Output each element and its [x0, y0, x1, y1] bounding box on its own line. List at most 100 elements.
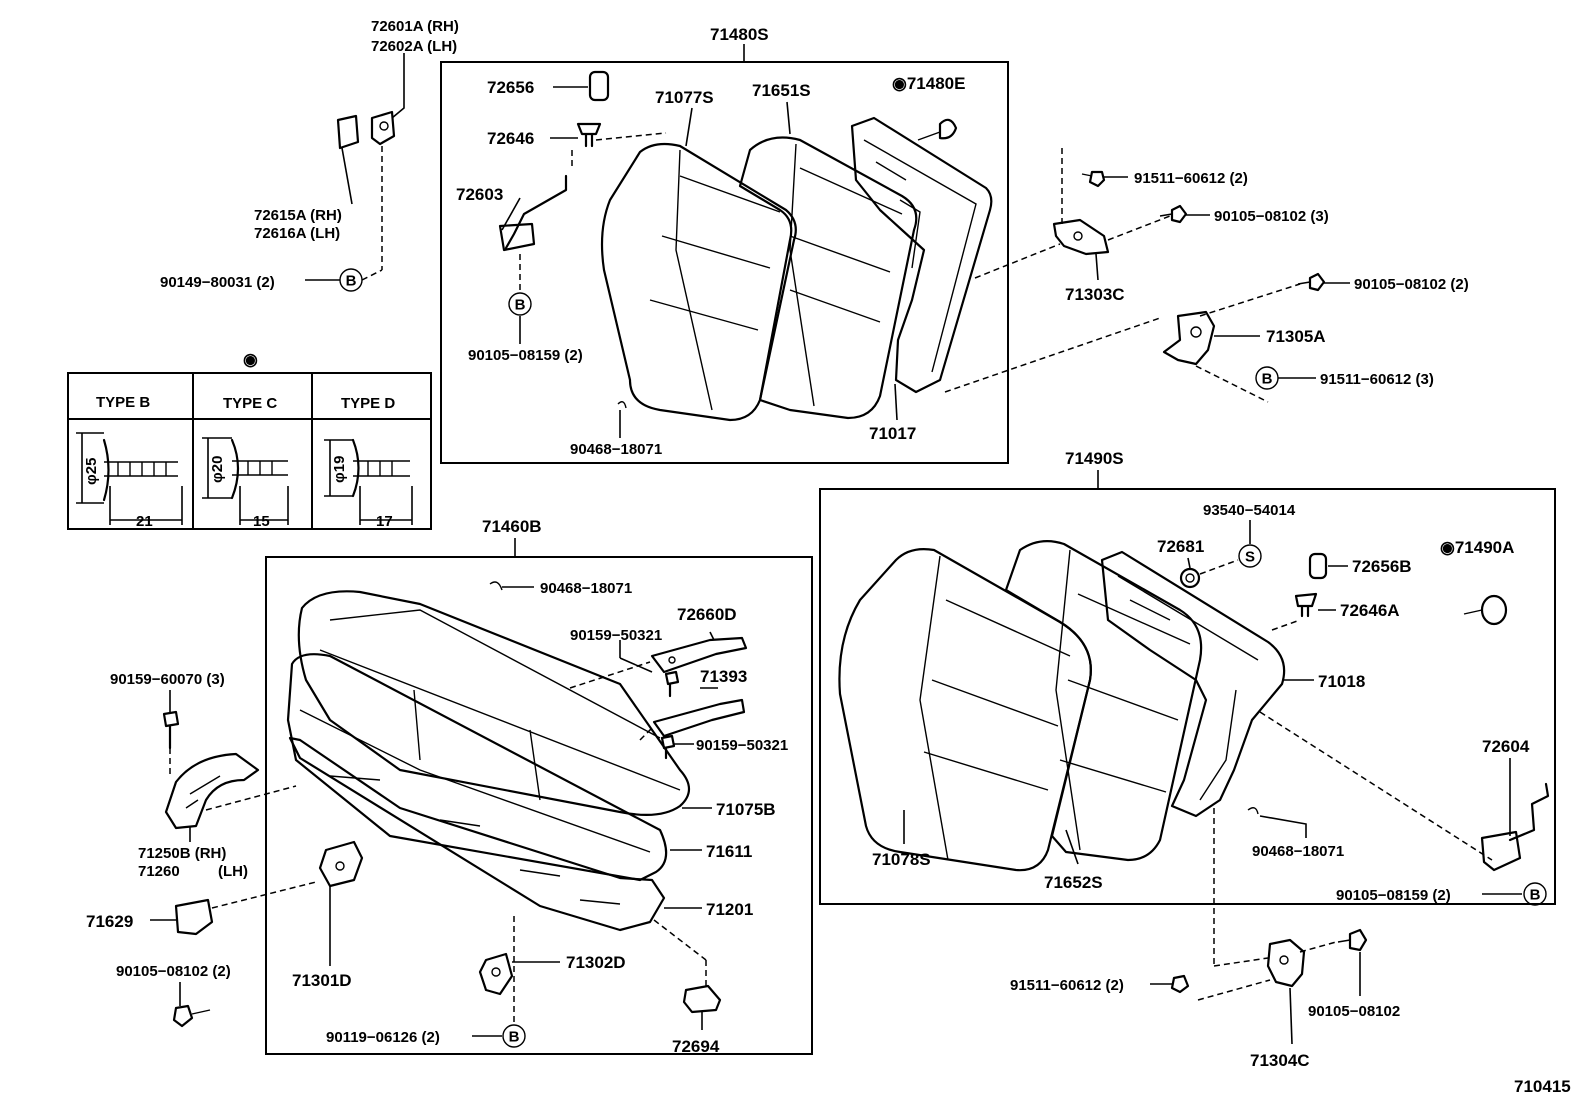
part-90105-08102-d[interactable] — [1337, 928, 1368, 952]
label-71304c[interactable]: 71304C — [1250, 1051, 1310, 1070]
label-72681[interactable]: 72681 — [1157, 537, 1204, 556]
frame-71480s — [440, 61, 1009, 464]
label-71078s[interactable]: 71078S — [872, 850, 931, 869]
label-90119-06126[interactable]: 90119−06126 (2) — [326, 1029, 440, 1046]
part-72694[interactable] — [682, 984, 722, 1014]
clip-type-d — [324, 438, 413, 525]
label-72601a[interactable]: 72601A (RH) — [371, 18, 459, 35]
label-90159-50321-a[interactable]: 90159−50321 — [570, 627, 662, 644]
clip-type-b — [76, 432, 183, 525]
label-90149-80031[interactable]: 90149−80031 (2) — [160, 274, 275, 291]
hinge-71305a[interactable] — [1162, 310, 1216, 366]
part-72646a[interactable] — [1294, 592, 1318, 618]
label-93540-54014[interactable]: 93540−54014 — [1203, 502, 1296, 519]
svg-text:S: S — [1245, 549, 1255, 566]
label-72603[interactable]: 72603 — [456, 185, 503, 204]
label-71018[interactable]: 71018 — [1318, 672, 1365, 691]
part-72656b[interactable] — [1308, 552, 1328, 580]
seatback-cover-71078s[interactable] — [838, 548, 1092, 872]
label-72694[interactable]: 72694 — [672, 1037, 720, 1056]
label-71260-lh[interactable]: (LH) — [218, 863, 248, 880]
part-71480e[interactable] — [917, 118, 958, 141]
label-91511-60612-a[interactable]: 91511−60612 (2) — [1134, 170, 1248, 187]
part-91511-60612-a[interactable] — [1081, 170, 1106, 188]
label-71260[interactable]: 71260 — [138, 863, 180, 880]
cushion-pad-71611[interactable] — [286, 653, 668, 882]
label-90105-08102-b[interactable]: 90105−08102 (2) — [1354, 276, 1469, 293]
label-72646a[interactable]: 72646A — [1340, 601, 1400, 620]
bracket-71302d[interactable] — [478, 952, 514, 996]
part-90105-08102-a[interactable] — [1159, 204, 1188, 224]
label-71075b[interactable]: 71075B — [716, 800, 776, 819]
label-90468-b[interactable]: 90468−18071 — [1252, 843, 1344, 860]
bolt-90159-50321-b[interactable] — [660, 734, 676, 760]
label-71303c[interactable]: 71303C — [1065, 285, 1125, 304]
bracket-71393[interactable] — [652, 698, 746, 738]
hinge-cover-72615a[interactable] — [336, 110, 396, 150]
label-72616a[interactable]: 72616A (LH) — [254, 225, 340, 242]
bolt-90159-50321-a[interactable] — [664, 670, 680, 698]
label-72604[interactable]: 72604 — [1482, 737, 1530, 756]
part-71629[interactable] — [174, 898, 214, 936]
label-71611[interactable]: 71611 — [706, 842, 752, 861]
label-72656[interactable]: 72656 — [487, 78, 534, 97]
side-cover-71250b[interactable] — [164, 752, 260, 830]
part-72681[interactable] — [1179, 567, 1201, 589]
label-71077s[interactable]: 71077S — [655, 88, 714, 107]
type-b-diameter: φ25 — [83, 458, 100, 485]
seatback-cover-71651s[interactable] — [738, 136, 918, 420]
label-90468-c[interactable]: 90468−18071 — [540, 580, 632, 597]
label-90105-08159-a[interactable]: 90105−08159 (2) — [468, 347, 583, 364]
label-71017[interactable]: 71017 — [869, 424, 916, 443]
label-71305a[interactable]: 71305A — [1266, 327, 1326, 346]
bolt-90105-08102-c[interactable] — [172, 1004, 211, 1028]
seatback-cover-71652s[interactable] — [1004, 539, 1203, 862]
assembly-label-71480s[interactable]: 71480S — [710, 25, 769, 44]
label-71250b[interactable]: 71250B (RH) — [138, 845, 226, 862]
callout-b-1: B — [339, 268, 363, 292]
cushion-cover-71075b[interactable] — [297, 590, 691, 817]
bolt-90159-60070[interactable] — [162, 710, 180, 750]
label-71302d[interactable]: 71302D — [566, 953, 626, 972]
seatback-cover-71077s[interactable] — [600, 142, 797, 422]
label-90159-50321-b[interactable]: 90159−50321 — [696, 737, 788, 754]
frame-71018[interactable] — [1100, 550, 1286, 818]
part-72656[interactable] — [588, 70, 610, 102]
bracket-71301d[interactable] — [318, 840, 364, 888]
label-71652s[interactable]: 71652S — [1044, 873, 1103, 892]
label-90468-a[interactable]: 90468−18071 — [570, 441, 662, 458]
label-71301d[interactable]: 71301D — [292, 971, 352, 990]
label-71490a[interactable]: ◉71490A — [1440, 538, 1514, 557]
label-72656b[interactable]: 72656B — [1352, 557, 1412, 576]
cushion-frame-71201[interactable] — [288, 736, 666, 932]
label-90159-60070[interactable]: 90159−60070 (3) — [110, 671, 225, 688]
assembly-label-71490s[interactable]: 71490S — [1065, 449, 1124, 468]
bracket-72660d[interactable] — [650, 636, 748, 674]
label-71629[interactable]: 71629 — [86, 912, 133, 931]
assembly-label-71460b[interactable]: 71460B — [482, 517, 542, 536]
part-91511-60612-c[interactable] — [1170, 974, 1190, 994]
label-72615a[interactable]: 72615A (RH) — [254, 207, 342, 224]
part-72604[interactable] — [1480, 782, 1550, 872]
frame-71017[interactable] — [850, 116, 993, 394]
label-90105-08102-a[interactable]: 90105−08102 (3) — [1214, 208, 1329, 225]
part-90105-08102-b[interactable] — [1297, 272, 1326, 292]
label-71201[interactable]: 71201 — [706, 900, 753, 919]
label-90105-08102-d[interactable]: 90105−08102 — [1308, 1003, 1400, 1020]
part-71490a[interactable] — [1463, 594, 1508, 626]
part-72603[interactable] — [498, 174, 568, 252]
part-72646[interactable] — [576, 122, 602, 148]
label-71651s[interactable]: 71651S — [752, 81, 811, 100]
label-72646[interactable]: 72646 — [487, 129, 534, 148]
label-91511-60612-b[interactable]: 91511−60612 (3) — [1320, 371, 1434, 388]
hinge-71303c[interactable] — [1052, 215, 1171, 256]
label-71480e[interactable]: ◉71480E — [892, 74, 965, 93]
label-91511-60612-c[interactable]: 91511−60612 (2) — [1010, 977, 1124, 994]
callout-b-4: B — [1523, 882, 1547, 906]
hinge-71304c[interactable] — [1266, 938, 1306, 988]
label-71393[interactable]: 71393 — [700, 667, 747, 686]
label-90105-08159-b[interactable]: 90105−08159 (2) — [1336, 887, 1451, 904]
label-72602a[interactable]: 72602A (LH) — [371, 38, 457, 55]
label-90105-08102-c[interactable]: 90105−08102 (2) — [116, 963, 231, 980]
label-72660d[interactable]: 72660D — [677, 605, 737, 624]
